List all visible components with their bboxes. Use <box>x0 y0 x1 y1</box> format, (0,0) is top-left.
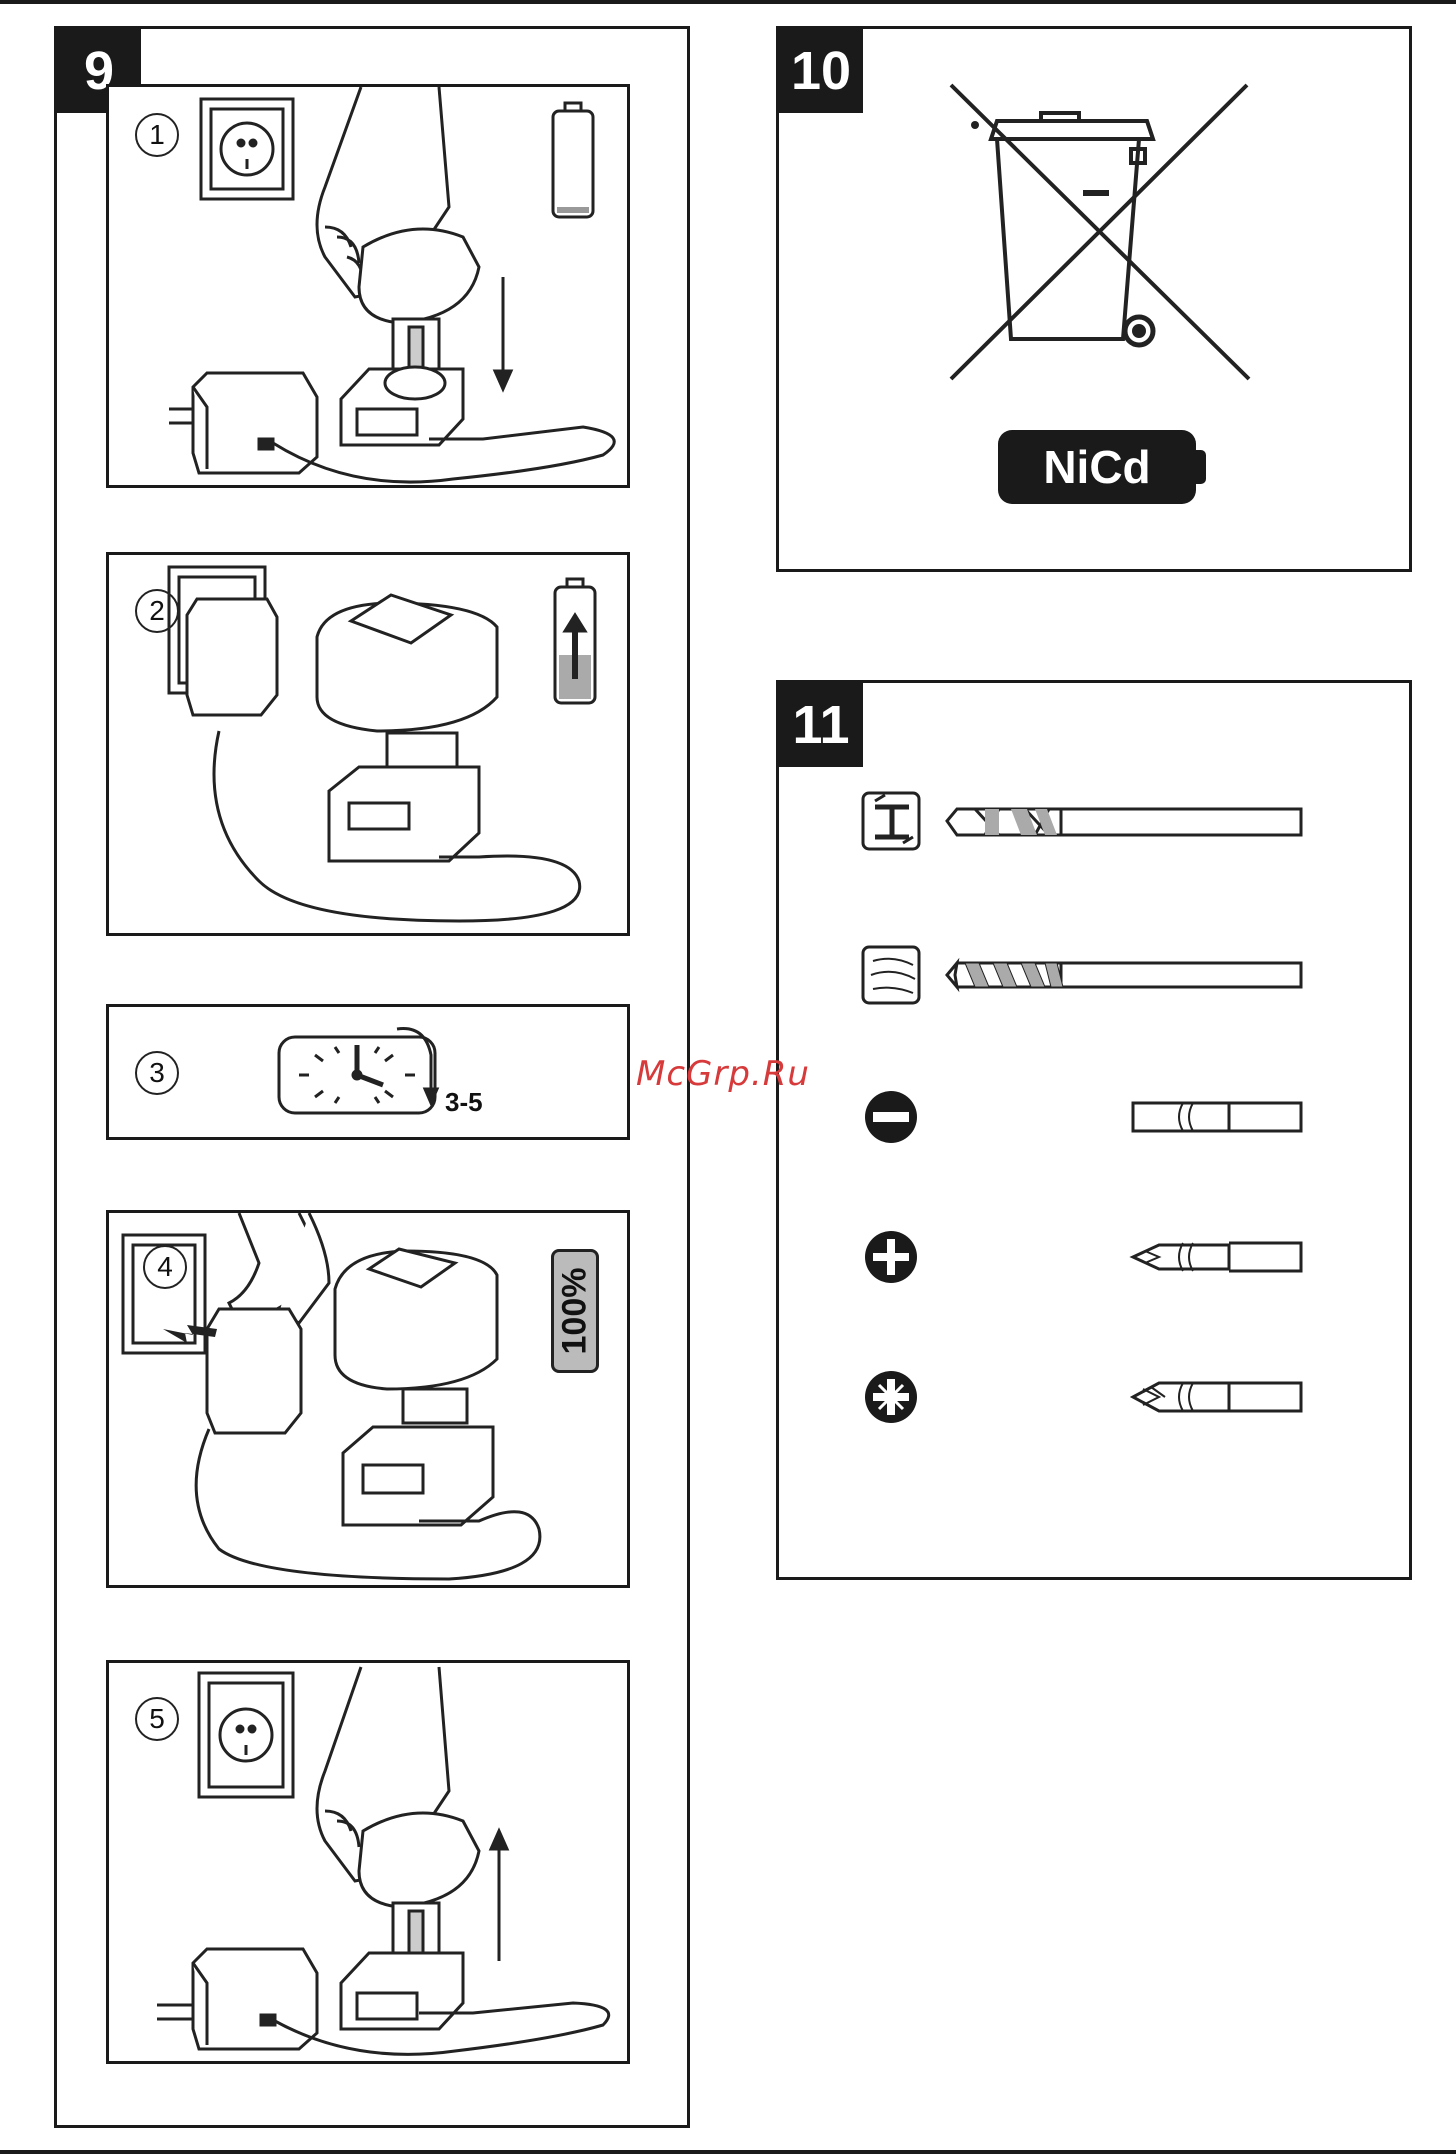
charger-base-icon <box>341 367 463 445</box>
battery-charging-icon <box>555 579 595 703</box>
charger-plug-icon <box>207 1309 301 1433</box>
wood-drill-bit-icon <box>947 963 1301 987</box>
phillips-screw-icon <box>865 1231 917 1283</box>
pozidriv-bit-icon <box>1133 1383 1301 1411</box>
tool-icon <box>335 1249 497 1423</box>
phillips-bit-icon <box>1133 1243 1301 1271</box>
battery-full-label: 100% <box>556 1268 595 1355</box>
step-1-illustration <box>109 87 630 488</box>
wall-socket-icon <box>201 99 293 199</box>
charger-plug-icon <box>169 373 317 473</box>
slotted-bit-icon <box>1133 1103 1301 1131</box>
top-rule <box>0 0 1456 4</box>
battery-full-icon: 100% <box>551 1249 599 1373</box>
step-2-panel: 2 <box>106 552 630 936</box>
step-3-illustration <box>109 1007 630 1140</box>
pozidriv-screw-icon <box>865 1371 917 1423</box>
step-5-illustration <box>109 1663 630 2064</box>
battery-badge-icon: NiCd <box>998 430 1196 504</box>
slotted-screw-icon <box>865 1091 917 1143</box>
battery-type-label: NiCd <box>1043 441 1150 493</box>
battery-empty-icon <box>553 103 593 217</box>
clock-icon <box>279 1029 437 1113</box>
step-4-panel: 4 100% <box>106 1210 630 1588</box>
watermark: McGrp.Ru <box>636 1054 810 1094</box>
step-5-panel: 5 <box>106 1660 630 2064</box>
wood-grain-icon <box>863 947 919 1003</box>
step-2-illustration <box>109 555 630 936</box>
wall-socket-icon <box>123 1235 205 1353</box>
hand-icon <box>229 1213 329 1323</box>
tool-icon <box>359 1813 479 1959</box>
bits-illustration <box>779 683 1415 1583</box>
crossed-out-wheelie-bin-icon <box>951 85 1249 379</box>
tool-icon <box>317 595 497 773</box>
bottom-rule <box>0 2150 1456 2154</box>
step-1-panel: 1 <box>106 84 630 488</box>
charger-base-icon <box>341 1953 463 2029</box>
charger-plug-icon <box>187 599 277 715</box>
charger-plug-icon <box>157 1949 317 2049</box>
battery-badge-tip <box>1196 450 1206 484</box>
charge-time-label: 3-5 <box>445 1087 483 1118</box>
charger-base-icon <box>329 767 479 861</box>
metal-drill-bit-icon <box>947 809 1301 835</box>
charger-base-icon <box>343 1427 493 1525</box>
step-3-panel: 3 3-5 <box>106 1004 630 1140</box>
arrow-down-icon <box>495 277 511 389</box>
metal-beam-icon <box>863 793 919 849</box>
section-11-frame: 11 <box>776 680 1412 1580</box>
tool-icon <box>359 229 479 379</box>
wall-socket-icon <box>199 1673 293 1797</box>
arrow-up-icon <box>491 1831 507 1961</box>
